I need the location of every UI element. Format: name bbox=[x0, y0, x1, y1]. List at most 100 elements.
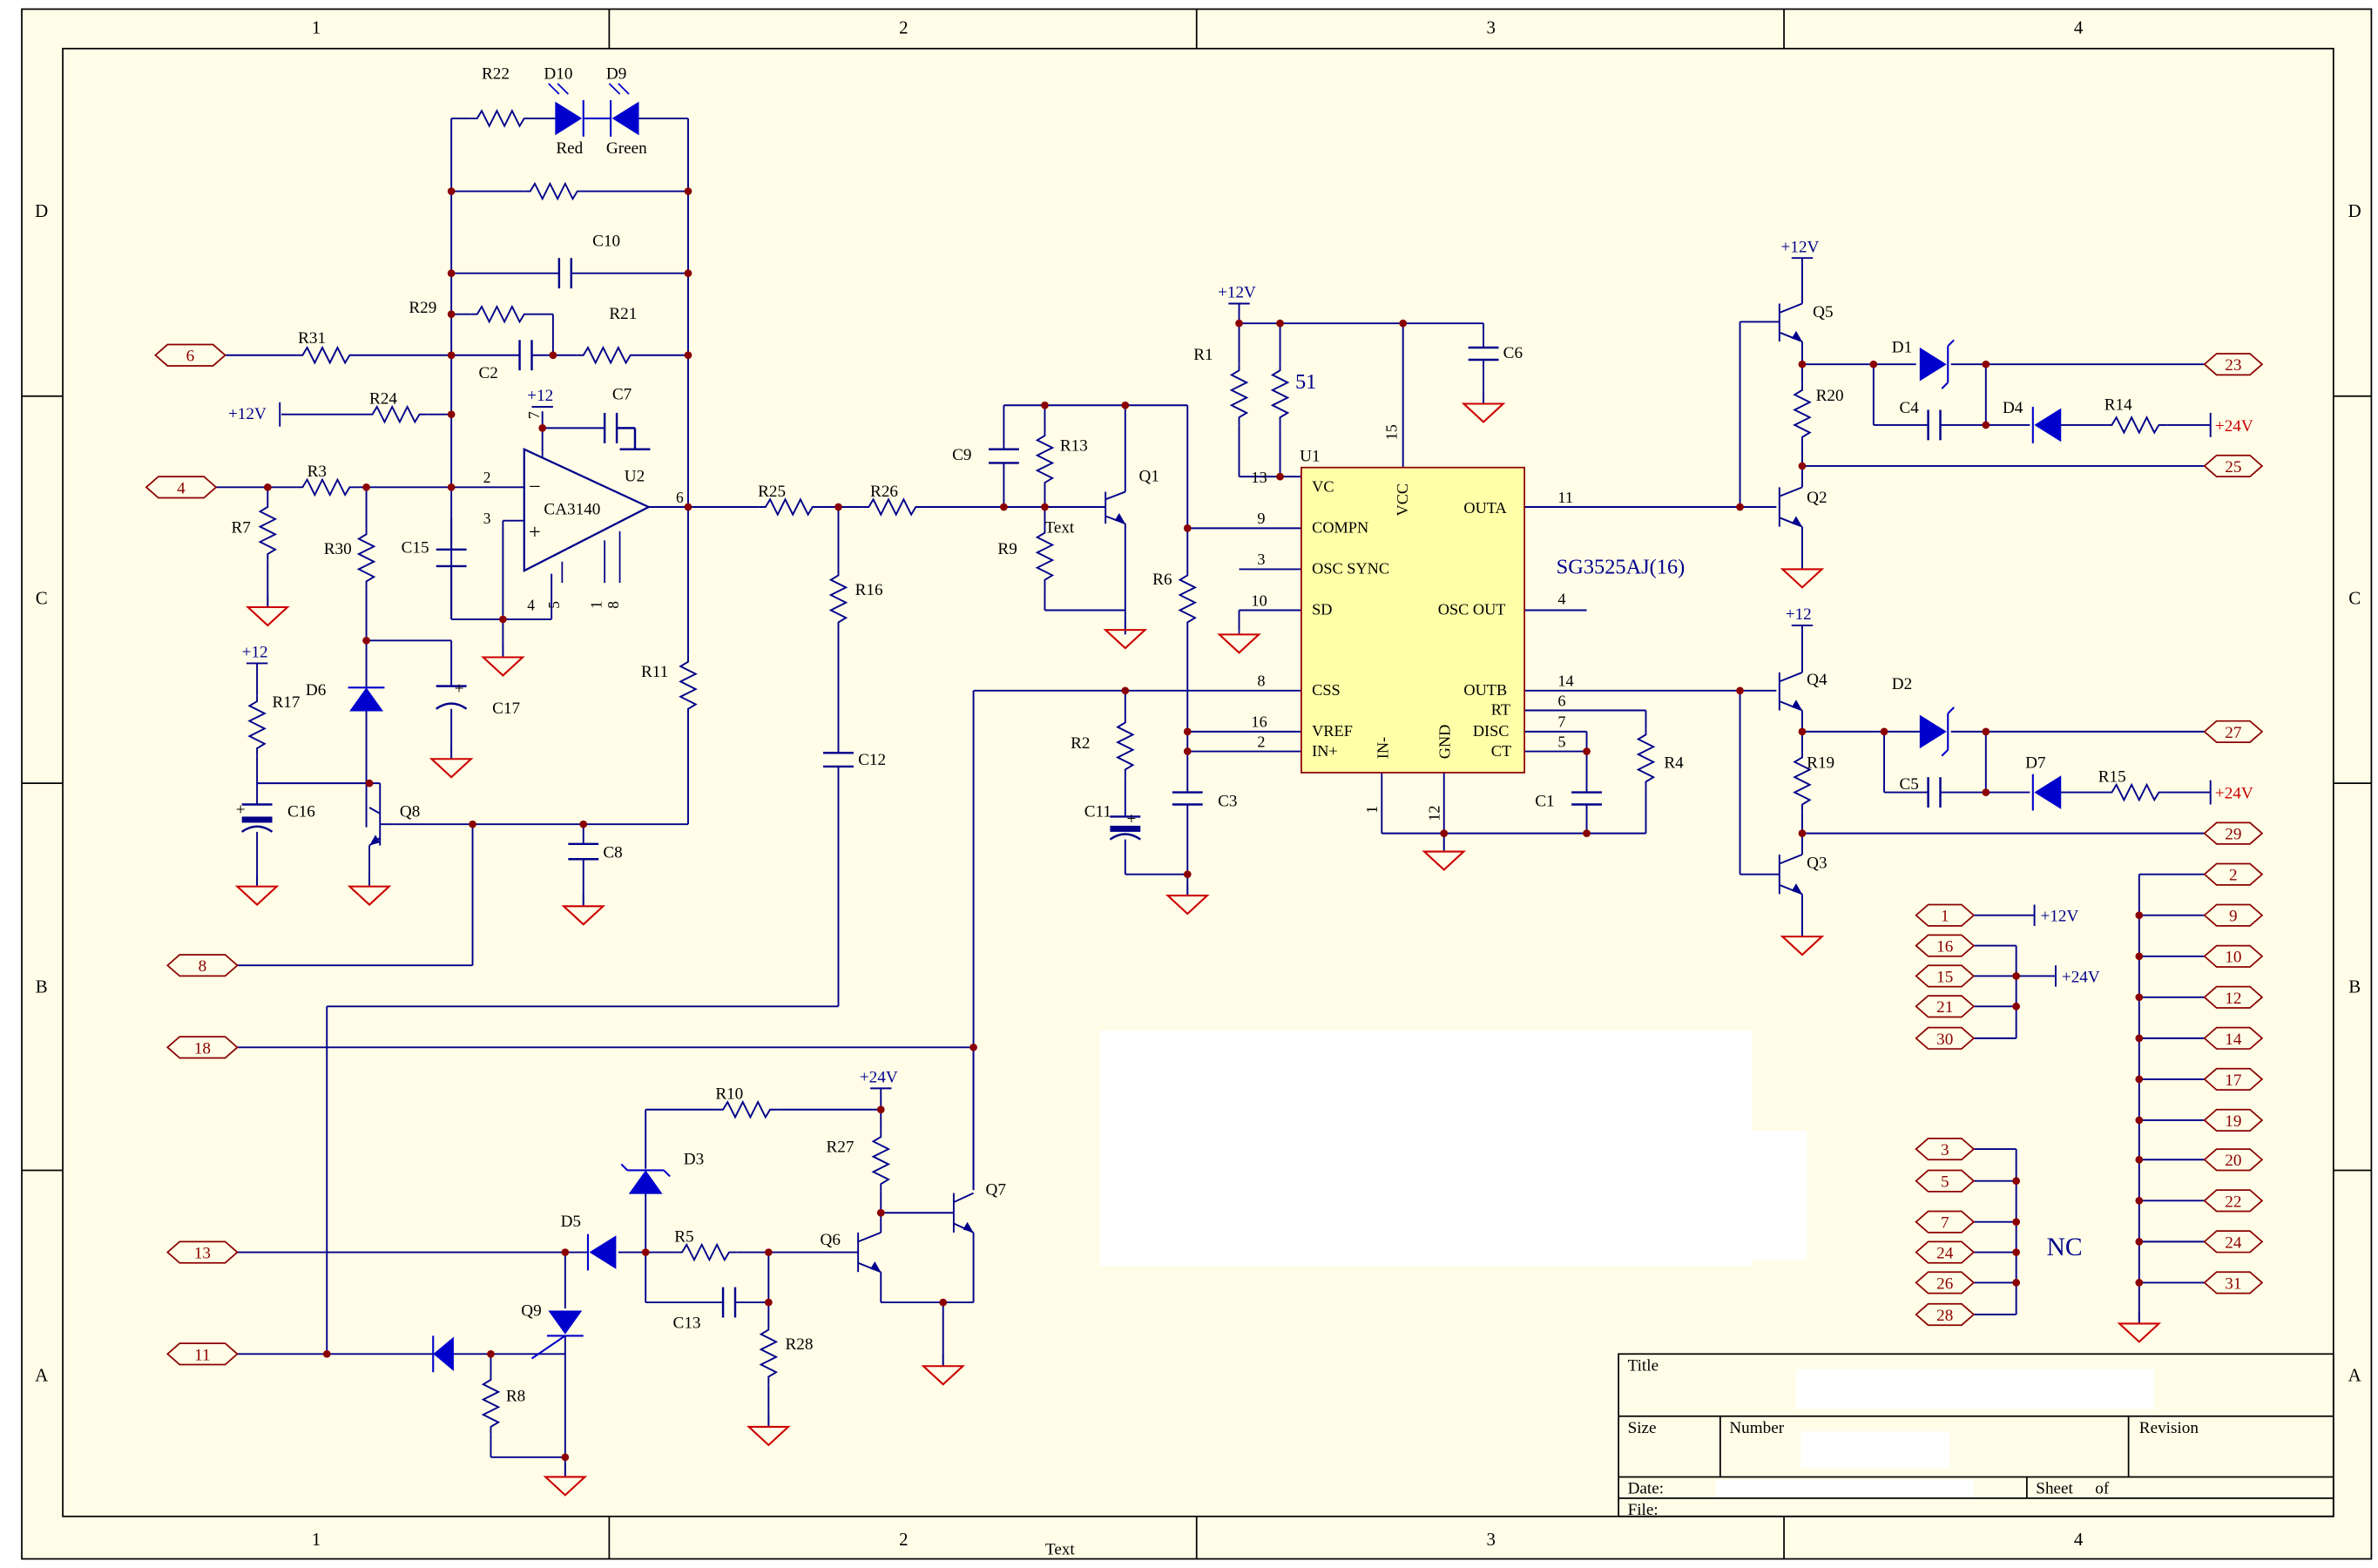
port-label: 1 bbox=[1941, 908, 1949, 926]
row-label-right: B bbox=[2348, 977, 2361, 997]
svg-text:5: 5 bbox=[545, 601, 563, 609]
svg-text:R17: R17 bbox=[273, 693, 301, 712]
port-label: 5 bbox=[1941, 1173, 1949, 1192]
title-label: Title bbox=[1628, 1356, 1659, 1375]
col-label-bottom: 1 bbox=[312, 1529, 321, 1550]
svg-text:R31: R31 bbox=[298, 329, 326, 348]
svg-text:Q1: Q1 bbox=[1138, 467, 1159, 485]
svg-text:6: 6 bbox=[676, 489, 684, 506]
diodes bbox=[348, 100, 2062, 1373]
svg-text:8: 8 bbox=[1257, 672, 1265, 690]
led-arrows bbox=[548, 83, 630, 95]
svg-text:7: 7 bbox=[525, 411, 543, 419]
svg-text:1: 1 bbox=[588, 601, 605, 609]
port-label: 20 bbox=[2225, 1152, 2241, 1170]
svg-text:C1: C1 bbox=[1535, 792, 1554, 810]
port-label: 29 bbox=[2225, 826, 2241, 844]
svg-text:10: 10 bbox=[1251, 591, 1267, 609]
svg-text:OSC OUT: OSC OUT bbox=[1438, 601, 1506, 618]
svg-text:R16: R16 bbox=[855, 581, 883, 599]
port-label: 10 bbox=[2225, 949, 2241, 967]
svg-text:D3: D3 bbox=[684, 1150, 704, 1168]
port-label: 26 bbox=[1936, 1274, 1953, 1293]
svg-text:+12V: +12V bbox=[228, 405, 267, 423]
port-label: 23 bbox=[2225, 356, 2241, 375]
ground-symbols bbox=[236, 390, 2160, 1497]
port-label: 14 bbox=[2225, 1031, 2242, 1049]
svg-text:C6: C6 bbox=[1503, 344, 1523, 362]
svg-text:C2: C2 bbox=[479, 364, 498, 382]
led-red-label: Red bbox=[556, 139, 583, 158]
led-green-label: Green bbox=[606, 139, 647, 158]
svg-text:RT: RT bbox=[1491, 701, 1510, 719]
port-label: 27 bbox=[2225, 724, 2242, 742]
port-label: 9 bbox=[2229, 908, 2238, 926]
sheet-label: Sheet bbox=[2036, 1480, 2073, 1498]
svg-text:2: 2 bbox=[483, 469, 491, 486]
svg-text:D10: D10 bbox=[544, 65, 572, 84]
svg-text:+12: +12 bbox=[527, 387, 553, 405]
row-label-right: C bbox=[2348, 588, 2361, 609]
port-label: 21 bbox=[1936, 998, 1953, 1017]
row-label-left: D bbox=[35, 200, 48, 221]
polarity-marks: + + + bbox=[236, 679, 1137, 828]
port-label: 12 bbox=[2225, 990, 2241, 1008]
ic-u1: U1 SG3525AJ(16) VC COMPN OSC SYNC SD CSS… bbox=[1251, 424, 1685, 821]
svg-text:C15: C15 bbox=[402, 538, 429, 557]
blank-area bbox=[1746, 1131, 1807, 1260]
of-label: of bbox=[2095, 1480, 2110, 1498]
svg-text:D6: D6 bbox=[306, 681, 326, 700]
svg-text:6: 6 bbox=[1557, 692, 1565, 709]
svg-text:D1: D1 bbox=[1892, 338, 1912, 356]
svg-text:OUTB: OUTB bbox=[1463, 681, 1507, 699]
svg-text:+: + bbox=[1127, 810, 1137, 828]
svg-text:12: 12 bbox=[1426, 805, 1443, 821]
svg-text:R10: R10 bbox=[715, 1085, 743, 1104]
svg-text:9: 9 bbox=[1257, 510, 1265, 527]
col-label-top: 2 bbox=[899, 17, 908, 37]
svg-text:OSC SYNC: OSC SYNC bbox=[1312, 560, 1389, 578]
svg-text:C16: C16 bbox=[287, 802, 315, 821]
svg-text:16: 16 bbox=[1251, 713, 1267, 731]
svg-text:4: 4 bbox=[527, 596, 535, 613]
svg-text:R19: R19 bbox=[1807, 754, 1834, 773]
port-label: 8 bbox=[199, 957, 207, 976]
row-label-right: D bbox=[2348, 200, 2361, 221]
blank-area bbox=[1099, 1031, 1753, 1267]
port-label: 15 bbox=[1936, 968, 1953, 986]
port-label: 28 bbox=[1936, 1307, 1953, 1325]
svg-text:C12: C12 bbox=[858, 751, 886, 769]
opamp-part: CA3140 bbox=[544, 501, 600, 519]
ic-part: SG3525AJ(16) bbox=[1557, 556, 1686, 579]
svg-text:D7: D7 bbox=[2025, 754, 2046, 773]
junctions bbox=[263, 187, 2144, 1462]
svg-text:+12V: +12V bbox=[1218, 284, 1256, 302]
svg-text:+12: +12 bbox=[242, 644, 268, 662]
r-51-value: 51 bbox=[1295, 370, 1316, 394]
svg-text:C7: C7 bbox=[612, 385, 632, 403]
col-label-top: 1 bbox=[312, 17, 321, 37]
svg-text:R24: R24 bbox=[369, 390, 397, 409]
power-rails bbox=[246, 257, 2212, 1090]
svg-text:+24V: +24V bbox=[2062, 968, 2100, 986]
svg-text:3: 3 bbox=[483, 510, 491, 527]
zone-labels: 1 2 3 4 1 2 3 4 D C B A D C B A bbox=[35, 17, 2361, 1550]
svg-text:+12V: +12V bbox=[2041, 908, 2079, 926]
svg-text:C10: C10 bbox=[592, 232, 620, 250]
title-block bbox=[1618, 1353, 2334, 1517]
svg-text:14: 14 bbox=[1557, 672, 1573, 690]
svg-text:D4: D4 bbox=[2003, 399, 2023, 417]
ic-ref: U1 bbox=[1300, 448, 1320, 466]
svg-text:R6: R6 bbox=[1152, 571, 1172, 589]
svg-text:DISC: DISC bbox=[1473, 722, 1510, 740]
nc-label: NC bbox=[2047, 1233, 2083, 1261]
svg-text:R30: R30 bbox=[324, 540, 352, 558]
svg-text:C11: C11 bbox=[1084, 802, 1111, 821]
text-marker: Text bbox=[1044, 519, 1074, 537]
svg-text:2: 2 bbox=[1257, 733, 1265, 750]
svg-text:R27: R27 bbox=[827, 1139, 855, 1157]
port-label: 24 bbox=[2225, 1233, 2242, 1252]
row-label-left: C bbox=[36, 588, 48, 609]
svg-text:11: 11 bbox=[1557, 489, 1573, 506]
